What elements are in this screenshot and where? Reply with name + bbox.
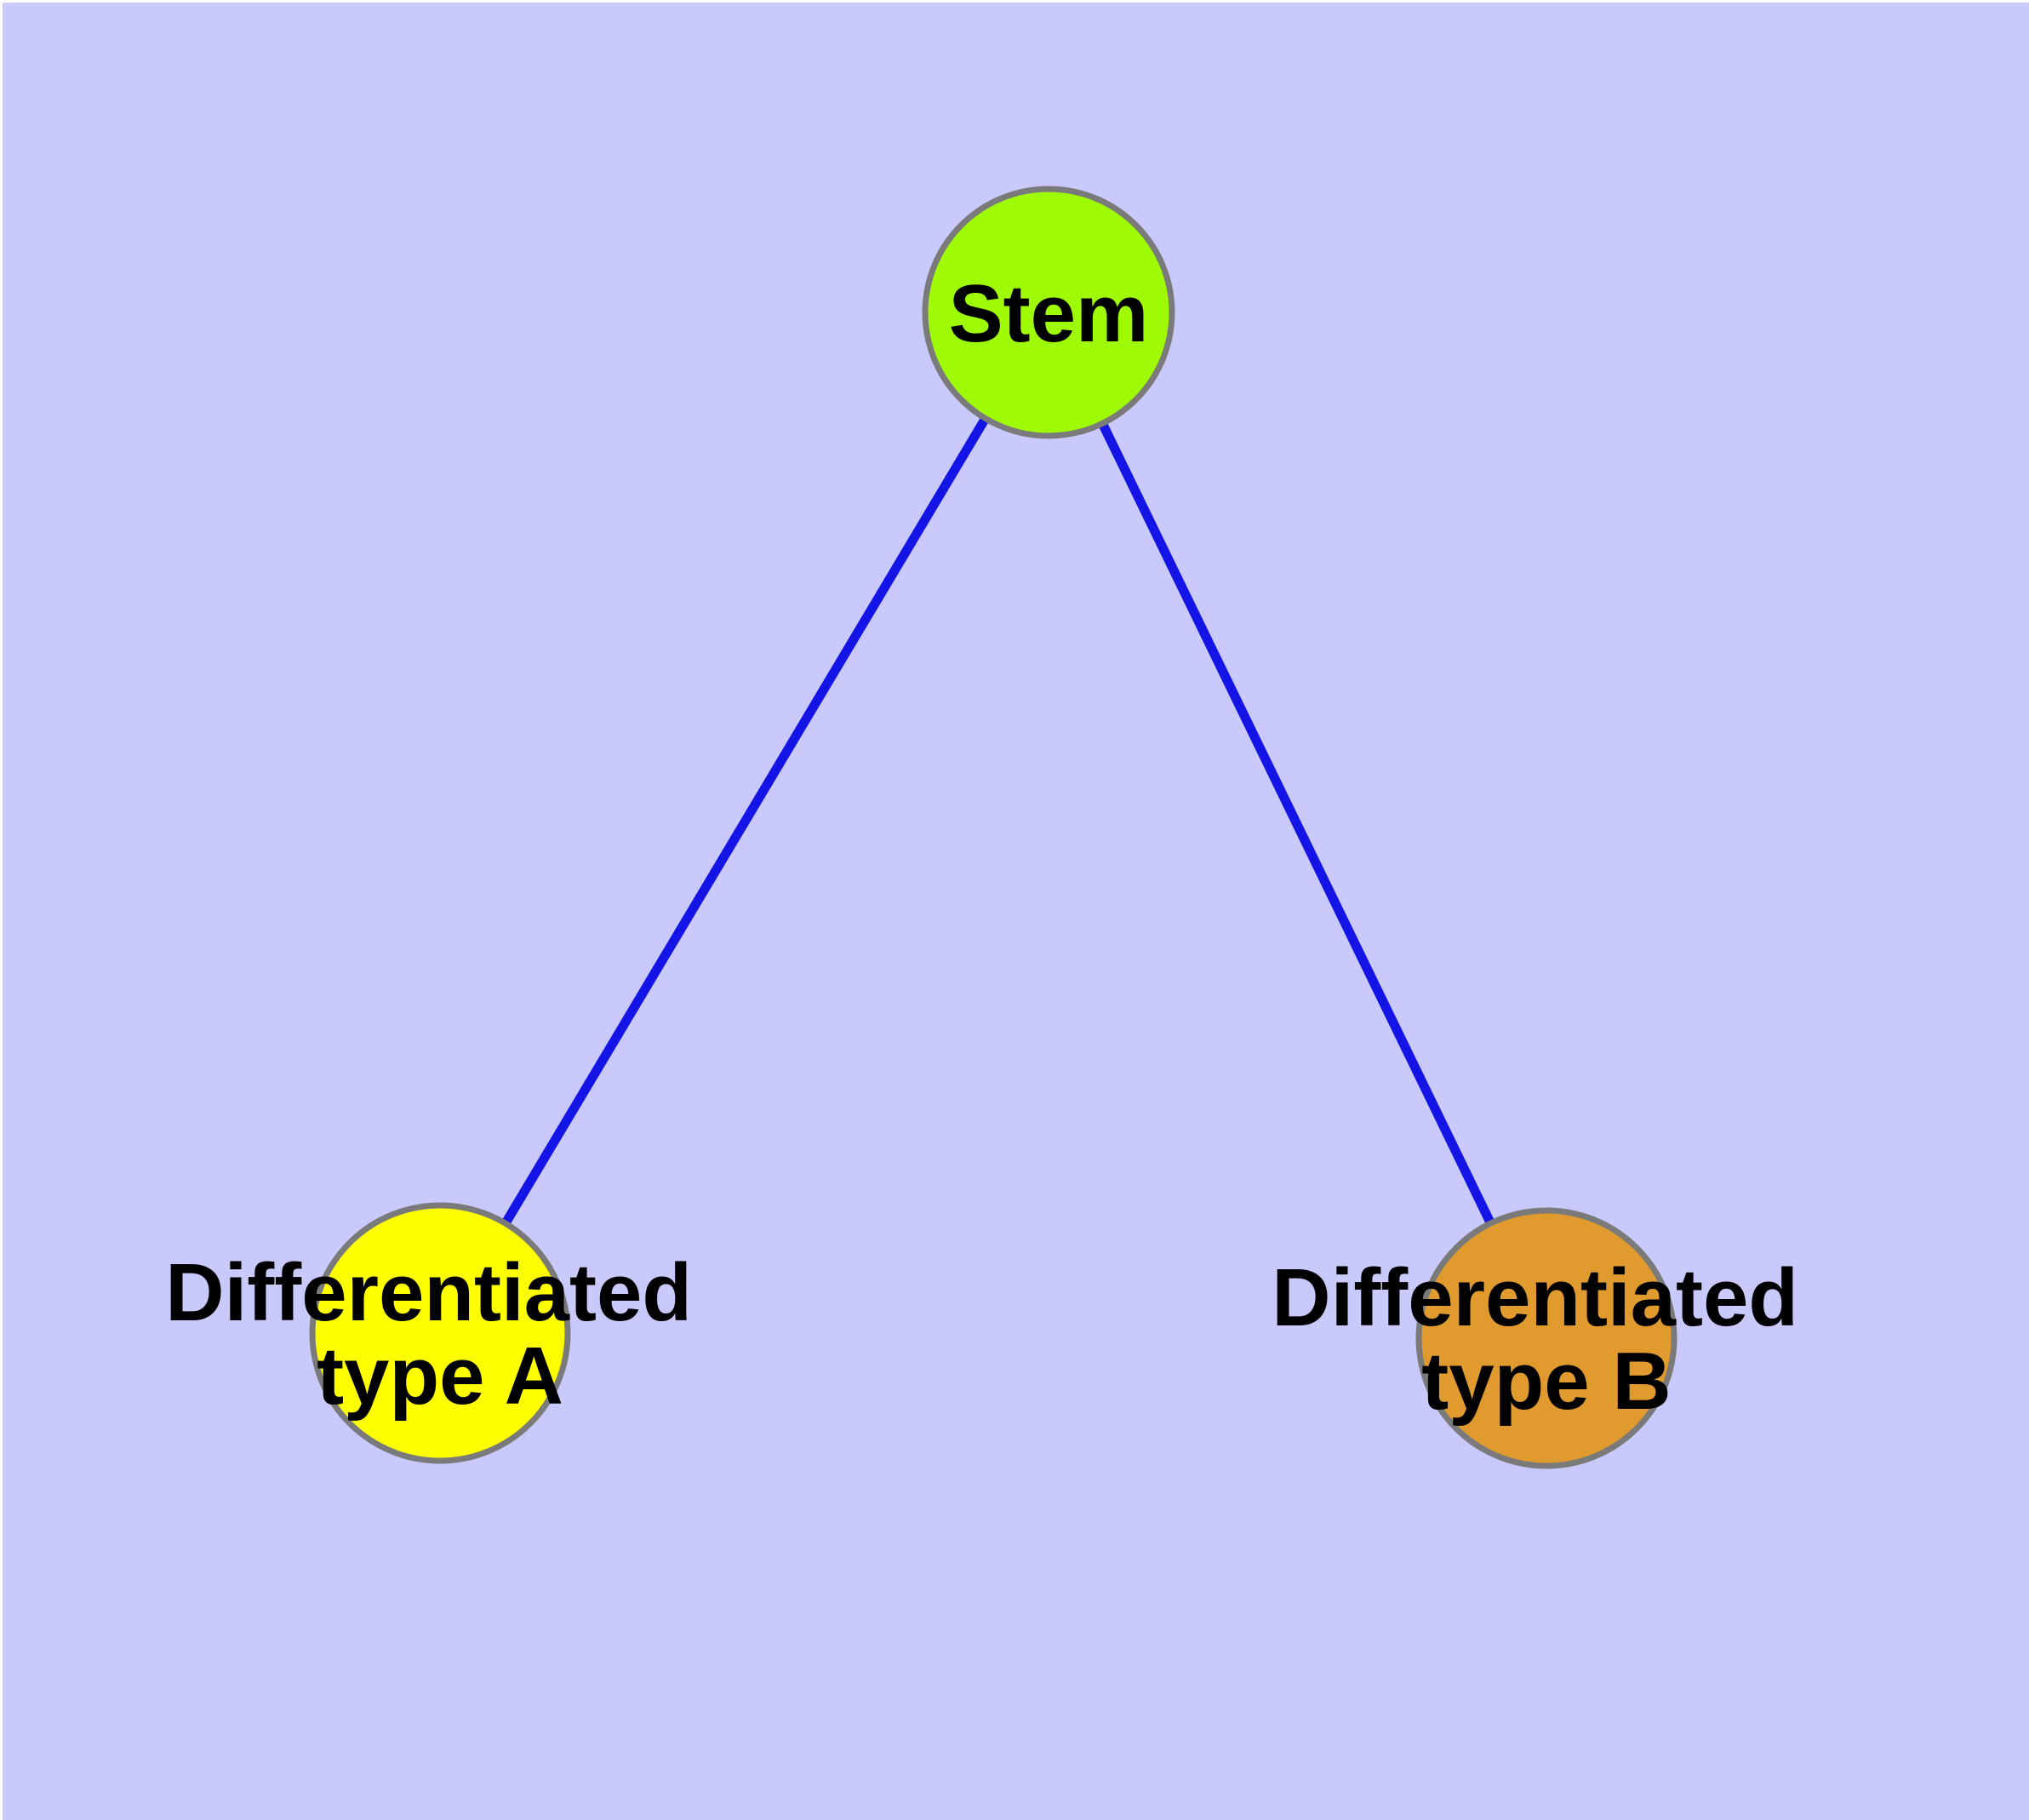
edge-stem-to-differentiated-type-a[interactable] — [501, 415, 990, 1226]
nodes-group — [309, 186, 1677, 1469]
node-differentiated-type-b-label: Differentiated type B — [1272, 1252, 1820, 1427]
node-differentiated-type-a-label-line-0: Differentiated — [165, 1247, 692, 1338]
node-stem-circle[interactable] — [922, 186, 1175, 439]
node-stem[interactable] — [922, 186, 1175, 439]
edges-group — [501, 415, 1495, 1226]
edge-stem-to-differentiated-type-b[interactable] — [1098, 421, 1495, 1226]
node-differentiated-type-a-label-line-1: type A — [317, 1331, 563, 1422]
node-differentiated-type-b-label-line-0: Differentiated — [1272, 1252, 1798, 1343]
node-stem-label-line-0: Stem — [949, 268, 1149, 359]
labels-group: Stem Differentiated type A Differentiate… — [165, 268, 1820, 1427]
node-differentiated-type-b-label-line-1: type B — [1421, 1336, 1671, 1427]
node-differentiated-type-a[interactable] — [309, 1202, 571, 1464]
node-differentiated-type-b-circle[interactable] — [1415, 1207, 1677, 1469]
node-stem-label: Stem — [949, 268, 1149, 359]
node-differentiated-type-a-circle[interactable] — [309, 1202, 571, 1464]
node-differentiated-type-b[interactable] — [1415, 1207, 1677, 1469]
node-differentiated-type-a-label: Differentiated type A — [165, 1247, 714, 1422]
